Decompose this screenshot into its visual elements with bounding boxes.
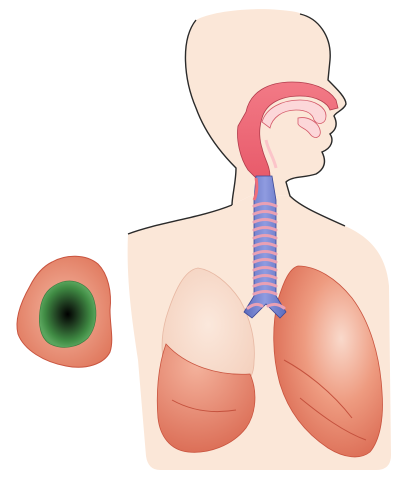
detached-lung-lobe [17, 256, 112, 367]
tumor [39, 281, 96, 347]
